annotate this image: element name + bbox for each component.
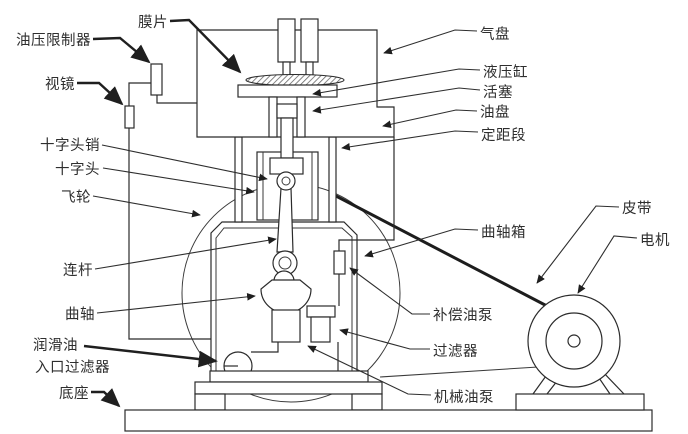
label-oil-pressure-limiter: 油压限制器 — [16, 32, 91, 49]
leader-hydraulic-cylinder — [312, 68, 481, 97]
label-crosshead-pin: 十字头销 — [40, 137, 100, 154]
label-motor: 电机 — [640, 232, 670, 249]
motor-shaft-hole — [567, 334, 581, 348]
leader-gas-plate — [383, 29, 478, 55]
sight-glass-body — [124, 105, 135, 129]
leader-compensating-pump — [349, 267, 430, 315]
diaphragm-disc — [245, 73, 345, 87]
motor-base-block — [515, 393, 645, 411]
leader-oil-plate — [382, 109, 478, 129]
leader-distance-piece — [341, 130, 479, 151]
leader-crankcase — [364, 228, 479, 258]
label-belt: 皮带 — [622, 200, 652, 217]
leader-belt — [536, 205, 620, 284]
leader-filter — [339, 328, 430, 350]
label-sight-glass: 视镜 — [45, 75, 75, 93]
crosshead-pin-circle — [276, 171, 296, 191]
label-crankcase: 曲轴箱 — [481, 224, 526, 241]
oil-lines-right — [306, 137, 395, 371]
leader-diaphragm — [169, 18, 242, 74]
leader-flywheel — [92, 195, 201, 218]
leader-lube-filter — [83, 344, 218, 368]
label-lube-oil-line2: 入口过滤器 — [35, 359, 110, 376]
hydraulic-cylinder — [268, 96, 306, 159]
labels: 油压限制器 视镜 膜片 十字头销 十字头 飞轮 连杆 曲轴 润滑油 入口过滤器 … — [16, 14, 670, 406]
leader-crosshead — [102, 167, 255, 195]
label-hydraulic-cylinder: 液压缸 — [483, 63, 528, 81]
label-mechanical-oil-pump: 机械油泵 — [434, 389, 494, 406]
label-flywheel: 飞轮 — [61, 189, 91, 206]
running-gear — [260, 157, 312, 314]
piston-block — [276, 103, 298, 119]
filter-body — [310, 316, 331, 343]
leader-connecting-rod — [94, 236, 277, 270]
compensating-pump-body — [333, 250, 346, 275]
pressure-limiter-body — [150, 63, 163, 96]
pedestal — [194, 370, 383, 411]
leader-base — [91, 388, 121, 408]
label-gas-plate: 气盘 — [480, 25, 510, 43]
label-crankshaft: 曲轴 — [65, 306, 95, 323]
leader-piston — [312, 87, 481, 114]
mechanical-pump-body — [271, 309, 301, 343]
leader-crosshead-pin — [101, 144, 268, 182]
label-crosshead: 十字头 — [55, 161, 100, 178]
leader-crankshaft — [96, 293, 256, 314]
distance-piece-right-column — [328, 136, 337, 223]
belt-lower-line — [379, 366, 539, 378]
belt-line — [335, 194, 548, 308]
label-piston: 活塞 — [483, 83, 513, 101]
label-base: 底座 — [59, 385, 89, 402]
leader-motor — [577, 235, 638, 294]
label-lube-oil-line1: 润滑油 — [33, 337, 78, 354]
base-plate — [124, 409, 653, 432]
left-oil-piping — [124, 63, 211, 340]
label-diaphragm: 膜片 — [138, 14, 168, 31]
piston-rod — [280, 117, 294, 159]
motor-group — [515, 294, 645, 411]
gas-valves — [277, 18, 319, 76]
label-connecting-rod: 连杆 — [63, 262, 93, 279]
leader-lines — [77, 18, 638, 408]
label-oil-plate: 油盘 — [480, 103, 510, 121]
filter-flange — [306, 305, 336, 318]
oil-plate-slab — [237, 84, 338, 98]
distance-piece-left-column — [234, 136, 243, 223]
label-filter: 过滤器 — [433, 343, 478, 360]
label-distance-piece: 定距段 — [481, 127, 526, 144]
label-compensating-oil-pump: 补偿油泵 — [433, 307, 493, 324]
leader-mechanical-pump — [307, 345, 432, 396]
leader-pressure-limiter — [92, 36, 151, 64]
leader-sight-glass — [77, 81, 124, 106]
